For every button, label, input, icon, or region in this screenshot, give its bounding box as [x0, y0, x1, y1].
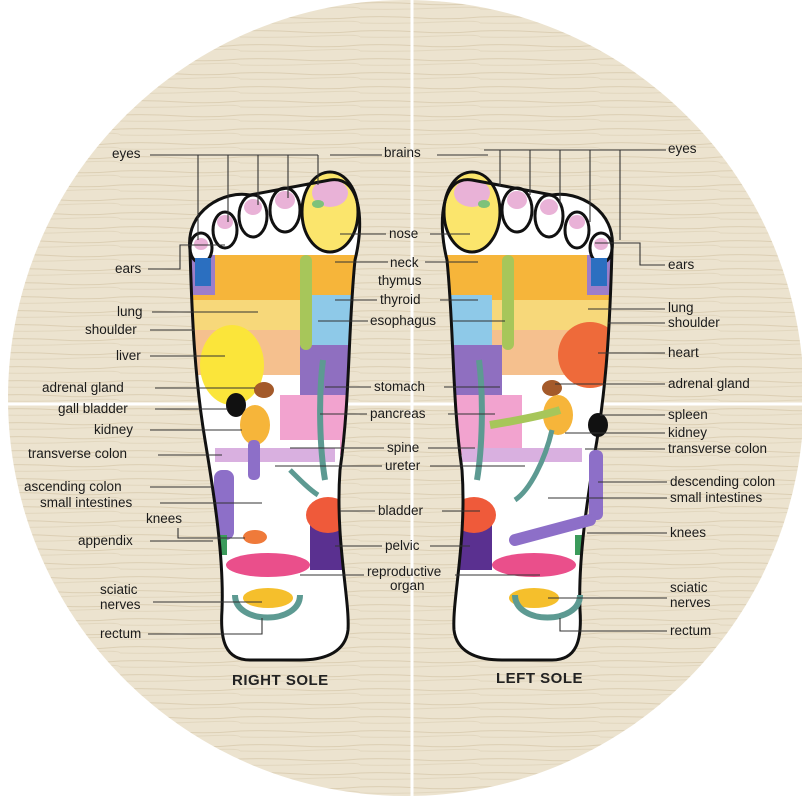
label-kidney-left: kidney — [668, 425, 707, 440]
label-liver-right: liver — [116, 348, 141, 363]
label-smallint-right: small intestines — [40, 495, 133, 510]
label-eyes-right: eyes — [112, 146, 141, 161]
label-transverse-right: transverse colon — [28, 446, 127, 461]
label-nose: nose — [389, 226, 418, 241]
label-descending-left: descending colon — [670, 474, 775, 489]
label-bladder: bladder — [378, 503, 424, 518]
label-spleen-left: spleen — [668, 407, 708, 422]
label-brains: brains — [384, 145, 421, 160]
label-neck: neck — [390, 255, 419, 270]
label-heart-left: heart — [668, 345, 699, 360]
label-ascending-right: ascending colon — [24, 479, 122, 494]
label-knees-left: knees — [670, 525, 706, 540]
label-reproductive: reproductive — [367, 564, 441, 579]
label-rectum-left: rectum — [670, 623, 711, 638]
label-lung-left: lung — [668, 300, 694, 315]
label-pancreas: pancreas — [370, 406, 426, 421]
label-esophagus: esophagus — [370, 313, 436, 328]
label-thyroid: thyroid — [380, 292, 421, 307]
label-ears-left: ears — [668, 257, 695, 272]
label-organ: organ — [390, 578, 425, 593]
label-adrenal-left: adrenal gland — [668, 376, 750, 391]
label-eyes-left: eyes — [668, 141, 697, 156]
label-sciatic-right: sciatic — [100, 582, 138, 597]
label-kidney-right: kidney — [94, 422, 133, 437]
caption-left-sole: LEFT SOLE — [496, 670, 583, 687]
label-lung-right: lung — [117, 304, 143, 319]
label-transverse-left: transverse colon — [668, 441, 767, 456]
label-gallbladder-right: gall bladder — [58, 401, 128, 416]
label-ureter: ureter — [385, 458, 421, 473]
label-shoulder-left: shoulder — [668, 315, 720, 330]
label-shoulder-right: shoulder — [85, 322, 137, 337]
label-spine: spine — [387, 440, 419, 455]
caption-right-sole: RIGHT SOLE — [232, 672, 329, 689]
label-smallint-left: small intestines — [670, 490, 763, 505]
label-sciatic-left: sciatic — [670, 580, 708, 595]
label-ears-right: ears — [115, 261, 142, 276]
label-adrenal-right: adrenal gland — [42, 380, 124, 395]
label-nerves-left: nerves — [670, 595, 711, 610]
label-thymus: thymus — [378, 273, 422, 288]
label-appendix-right: appendix — [78, 533, 133, 548]
label-stomach: stomach — [374, 379, 425, 394]
label-pelvic: pelvic — [385, 538, 420, 553]
label-nerves-right: nerves — [100, 597, 141, 612]
label-knees-right: knees — [146, 511, 182, 526]
label-rectum-right: rectum — [100, 626, 141, 641]
